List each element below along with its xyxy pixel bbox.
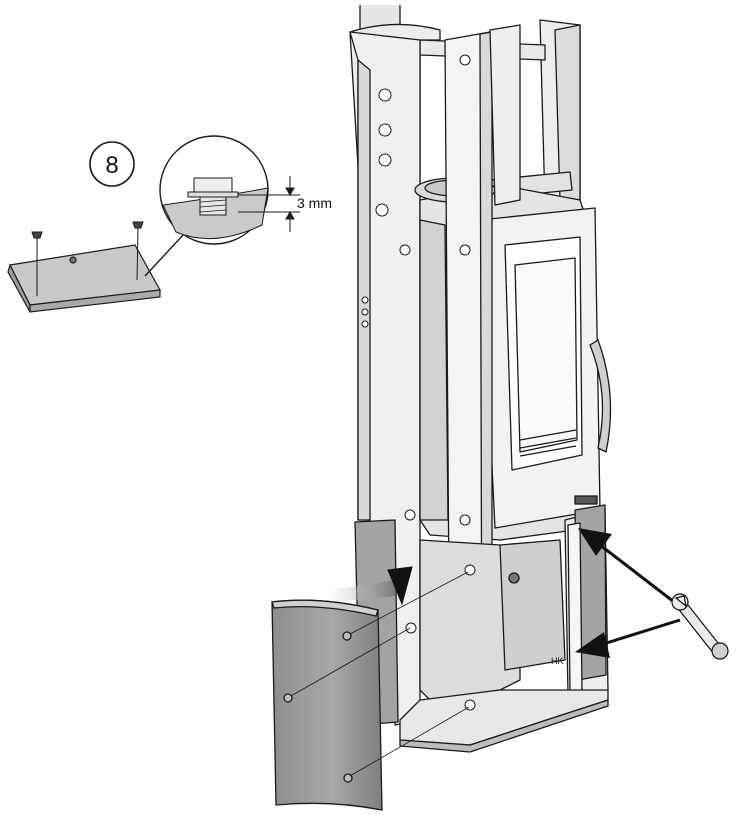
slide-arrow-head bbox=[387, 566, 413, 606]
arrow-head-upper bbox=[578, 528, 612, 556]
keyhole bbox=[361, 308, 369, 316]
keyhole bbox=[378, 153, 392, 167]
top-plate bbox=[7, 244, 161, 313]
right-lower-slot bbox=[567, 522, 583, 693]
keyhole-slots bbox=[361, 54, 476, 711]
slide-arrow-trail bbox=[318, 580, 395, 604]
door-window-inner bbox=[514, 257, 578, 453]
keyhole bbox=[464, 564, 476, 576]
door-grate-3 bbox=[519, 445, 577, 457]
keyhole bbox=[404, 509, 416, 521]
step-number-badge bbox=[89, 141, 135, 187]
keyhole bbox=[459, 514, 471, 526]
arrow-head-lower bbox=[575, 632, 610, 658]
keyhole bbox=[459, 244, 471, 256]
firebox-left-wall bbox=[419, 219, 449, 521]
front-cover-panel-face bbox=[271, 599, 383, 811]
top-plate-front-edge bbox=[29, 289, 161, 313]
keyhole bbox=[375, 203, 389, 217]
front-cover-panel-top-edge bbox=[271, 599, 379, 617]
keyhole bbox=[378, 123, 392, 137]
front-cover-panel bbox=[271, 599, 383, 811]
magnifier-leader bbox=[144, 233, 185, 277]
step-number: 8 bbox=[105, 152, 118, 179]
keyhole bbox=[361, 320, 369, 328]
screw-icon bbox=[283, 693, 293, 703]
keyhole bbox=[399, 244, 411, 256]
door-grate-2 bbox=[519, 437, 577, 449]
left-upright-face bbox=[357, 59, 371, 521]
wrench-callout bbox=[575, 528, 729, 660]
alignment-lines bbox=[290, 571, 470, 777]
floor-plate-edge bbox=[399, 699, 609, 753]
ash-door bbox=[499, 539, 566, 671]
door-grate-1 bbox=[519, 429, 577, 441]
hk-stamp: HK bbox=[551, 656, 564, 666]
arrow-to-lower-bolt bbox=[599, 618, 681, 647]
brand-plate bbox=[574, 495, 598, 505]
arrow-to-upper-bolt bbox=[599, 543, 679, 607]
keyhole bbox=[378, 88, 392, 102]
screw-icon bbox=[342, 631, 352, 641]
gap-dimension bbox=[238, 176, 300, 232]
right-upright bbox=[489, 24, 521, 206]
stove-frame bbox=[349, 5, 612, 753]
bolt-head-icon bbox=[193, 177, 233, 193]
gap-label: 3 mm bbox=[297, 195, 332, 211]
slide-arrow bbox=[318, 566, 413, 606]
plate-screws bbox=[31, 221, 144, 296]
alignment-line bbox=[290, 627, 411, 697]
magnifier-detail bbox=[144, 135, 269, 277]
keyhole bbox=[459, 54, 471, 66]
screw-icon bbox=[31, 231, 43, 239]
bolt-thread-lines bbox=[199, 199, 227, 213]
plate-center-hole bbox=[69, 256, 77, 264]
door-handle bbox=[589, 339, 612, 453]
alignment-line bbox=[349, 571, 469, 635]
keyhole bbox=[361, 296, 369, 304]
keyhole bbox=[405, 622, 417, 634]
wrench-icon bbox=[671, 593, 729, 660]
step-inset: 8 bbox=[7, 135, 332, 313]
bolt-washer bbox=[187, 191, 239, 198]
alignment-line bbox=[349, 706, 470, 777]
screw-icon bbox=[132, 221, 144, 229]
ash-door-knob bbox=[508, 572, 520, 584]
